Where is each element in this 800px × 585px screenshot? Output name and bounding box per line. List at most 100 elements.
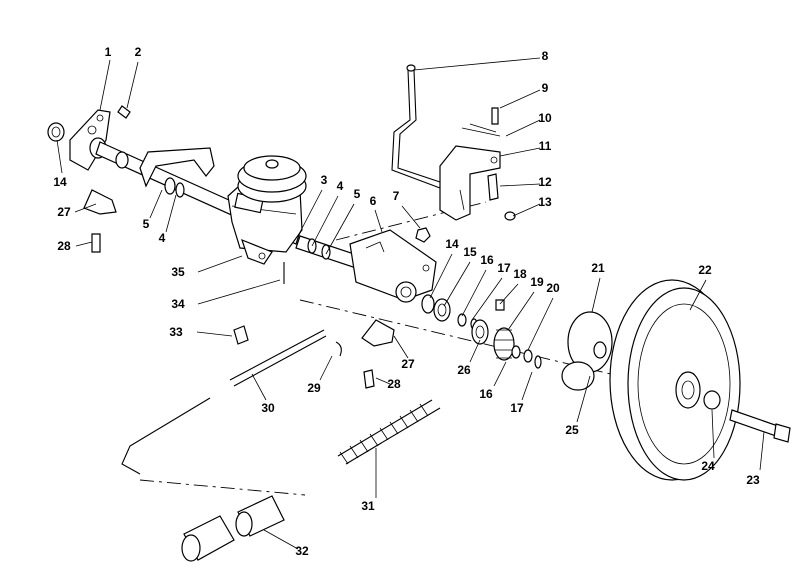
callout-c20: 20: [527, 281, 560, 351]
callout-number: 32: [295, 544, 309, 558]
callout-number: 10: [538, 111, 552, 125]
callout-c4b: 4: [311, 179, 344, 247]
shift-rod-part: [391, 64, 447, 189]
callout-c12: 12: [499, 175, 552, 189]
leader-line: [325, 203, 355, 255]
callout-c15: 15: [443, 245, 477, 307]
callout-number: 23: [746, 473, 760, 487]
leader-line: [401, 205, 421, 229]
shift-bracket-part: [439, 145, 501, 221]
ring-part: [523, 349, 533, 363]
callout-c29: 29: [307, 355, 333, 395]
leader-line: [499, 183, 541, 187]
screw-part: [117, 105, 131, 119]
callout-number: 29: [307, 381, 321, 395]
bracket-washer-part: [504, 211, 516, 221]
grip-part: [181, 495, 285, 562]
callout-number: 6: [370, 194, 377, 208]
leader-line: [429, 253, 453, 299]
callout-c18: 18: [499, 267, 527, 305]
callout-number: 18: [513, 267, 527, 281]
centerline-rod: [139, 479, 306, 496]
pulley-part: [237, 155, 307, 203]
leader-line: [591, 277, 601, 313]
leader-line: [196, 331, 233, 337]
leader-line: [689, 279, 707, 311]
wheel-part: [609, 279, 741, 481]
callout-number: 16: [480, 253, 494, 267]
callout-number: 3: [321, 173, 328, 187]
callout-number: 21: [591, 261, 605, 275]
leader-line: [319, 355, 333, 381]
callout-c21: 21: [591, 261, 605, 313]
callout-c10: 10: [505, 111, 552, 137]
callout-number: 35: [171, 265, 185, 279]
leader-line: [576, 375, 591, 423]
callout-number: 16: [479, 387, 493, 401]
leader-line: [527, 297, 554, 351]
callout-number: 13: [538, 195, 552, 209]
gear-part: [493, 327, 515, 361]
washer-stack-part: [421, 294, 505, 345]
callout-c32: 32: [263, 529, 309, 558]
callout-c28b: 28: [375, 377, 401, 391]
leader-line: [461, 269, 487, 317]
callout-c16a: 16: [461, 253, 494, 317]
leader-line: [493, 361, 507, 387]
callout-c30: 30: [251, 373, 275, 415]
leader-line: [512, 203, 541, 217]
callout-c4a: 4: [159, 194, 177, 245]
callout-number: 12: [538, 175, 552, 189]
callout-number: 31: [361, 499, 375, 513]
clip-left-part: [83, 189, 117, 215]
callout-c7: 7: [393, 189, 421, 229]
output-shaft-part: [295, 235, 361, 269]
leader-line: [74, 203, 97, 213]
bolt-mid-part: [363, 369, 375, 389]
spring-part: [337, 399, 441, 465]
bushing-part: [47, 122, 65, 142]
leader-line: [711, 409, 715, 459]
callout-c5a: 5: [143, 189, 163, 231]
callout-number: 15: [463, 245, 477, 259]
callout-number: 4: [159, 231, 166, 245]
bracket-bolt-part: [487, 173, 499, 201]
callout-number: 33: [169, 325, 183, 339]
callout-number: 34: [171, 297, 185, 311]
bracket-plate-part: [69, 109, 111, 171]
leader-line: [197, 279, 281, 305]
callout-c34: 34: [171, 279, 281, 311]
callout-c8: 8: [413, 49, 549, 71]
drawing: [47, 64, 791, 562]
callout-number: 28: [387, 377, 401, 391]
control-rod-part: [121, 329, 327, 475]
callout-number: 26: [457, 363, 471, 377]
mount-bracket-part: [139, 147, 215, 188]
leader-line: [297, 189, 323, 237]
callout-c35: 35: [171, 255, 243, 279]
leader-line: [56, 139, 63, 174]
callout-number: 1: [105, 45, 112, 59]
shift-screw-part: [491, 107, 499, 125]
shoulder-bolt-part: [729, 409, 791, 443]
leader-line: [393, 335, 409, 359]
washer-part: [511, 345, 521, 359]
callout-c26: 26: [457, 339, 481, 377]
wheel-bushing-part: [703, 390, 721, 410]
leader-line: [75, 241, 93, 247]
callout-number: 24: [701, 459, 715, 473]
leader-line: [759, 431, 765, 471]
callout-c24: 24: [701, 409, 715, 473]
callout-c3: 3: [297, 173, 328, 237]
callout-number: 9: [542, 81, 549, 95]
callout-number: 30: [261, 401, 275, 415]
nut-part: [415, 227, 431, 243]
shift-spring-part: [461, 123, 501, 137]
callout-number: 2: [135, 45, 142, 59]
leader-line: [443, 261, 471, 307]
leader-line: [149, 189, 163, 219]
leader-line: [471, 277, 503, 321]
leader-line: [375, 377, 391, 385]
